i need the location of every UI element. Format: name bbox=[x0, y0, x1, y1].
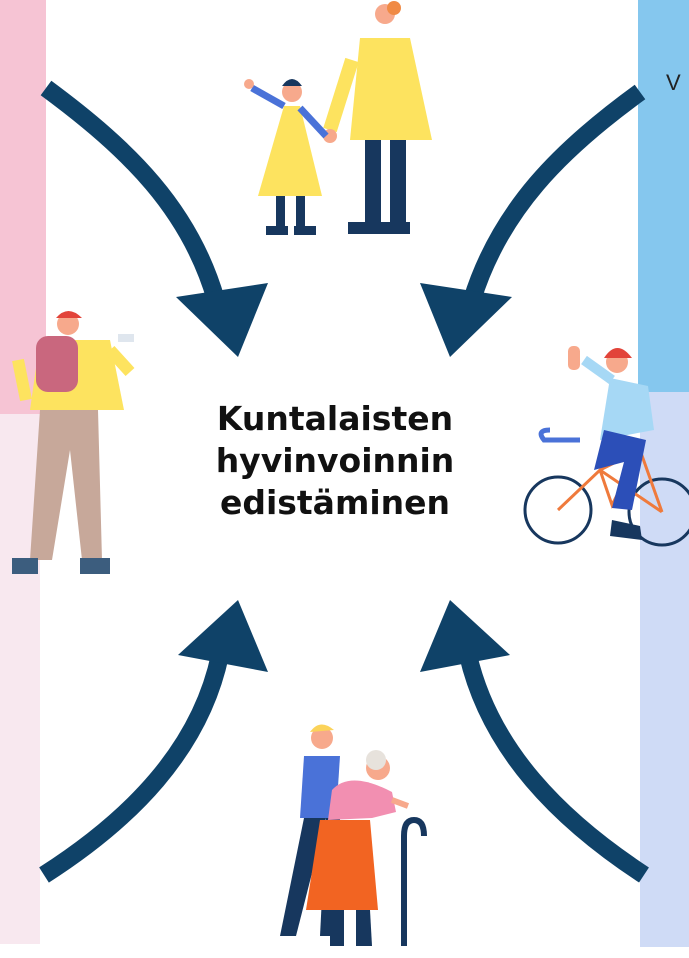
title-line: Kuntalaisten bbox=[216, 399, 454, 438]
young-person-helping-elderly-woman-illustration bbox=[280, 724, 427, 946]
arrow-bottom-right bbox=[420, 600, 649, 883]
side-panel-top-right bbox=[638, 0, 689, 392]
title-line: hyvinvoinnin bbox=[215, 441, 455, 480]
mother-and-child-illustration bbox=[244, 1, 432, 235]
cyclist-illustration bbox=[523, 346, 689, 547]
title-line: edistäminen bbox=[219, 483, 451, 522]
side-panel-bottom-left bbox=[0, 414, 40, 944]
center-title: Kuntalaisten hyvinvoinnin edistäminen bbox=[170, 398, 500, 524]
arrow-top-left bbox=[40, 80, 268, 357]
person-with-backpack-and-phone-illustration bbox=[12, 311, 135, 574]
side-panel-text-fragment: V bbox=[666, 70, 681, 95]
arrow-top-right bbox=[420, 84, 646, 357]
arrow-bottom-left bbox=[39, 600, 268, 883]
